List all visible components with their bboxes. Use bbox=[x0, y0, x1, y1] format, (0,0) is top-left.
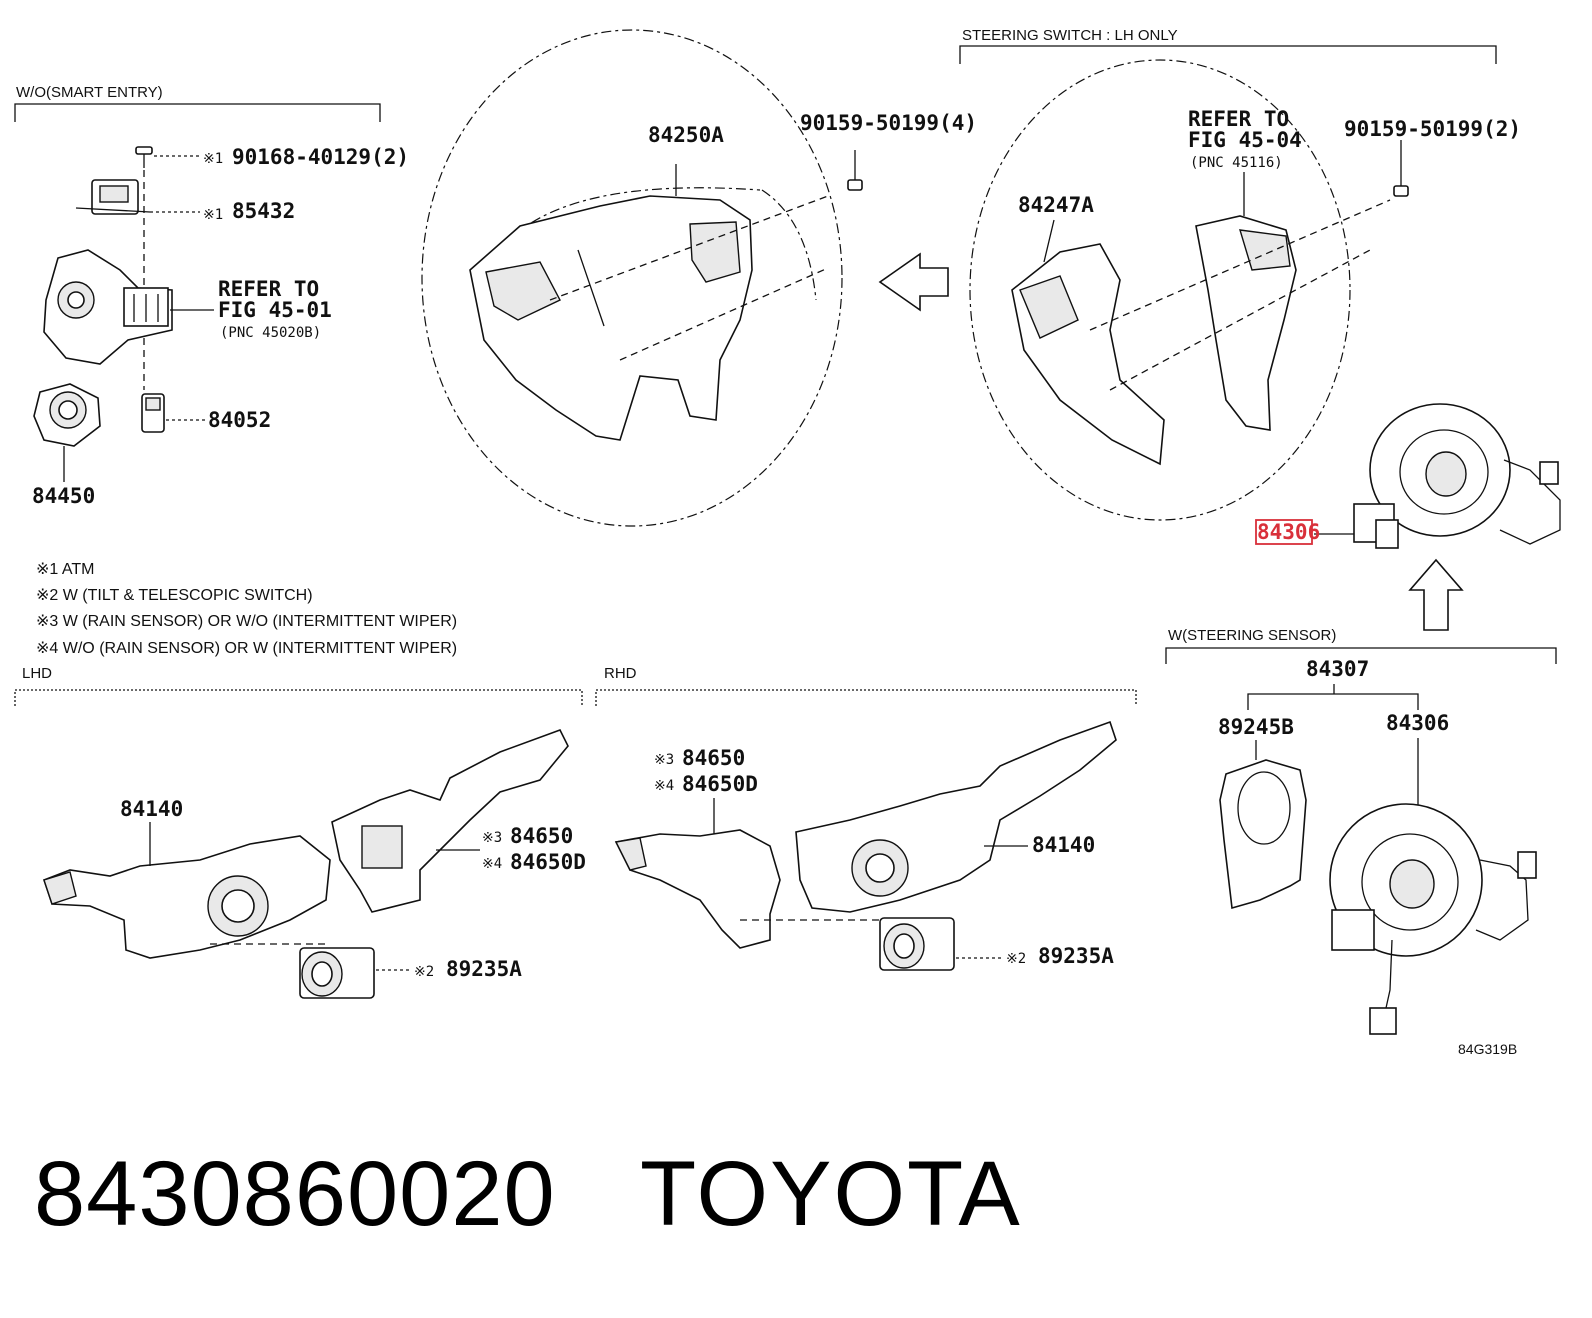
section-bracket-smart-entry bbox=[14, 103, 381, 122]
ignition-housing-icon bbox=[43, 249, 173, 365]
part-89235A-lhd: 89235A bbox=[446, 957, 522, 981]
note-mark-1b: ※1 bbox=[203, 207, 223, 223]
part-84306: 84306 bbox=[1386, 711, 1449, 735]
part-84650-rhd: 84650 bbox=[682, 746, 745, 770]
tilt-telescopic-switch-lhd-icon bbox=[299, 947, 375, 999]
tilt-telescopic-switch-rhd-icon bbox=[879, 917, 955, 971]
part-89235A-rhd: 89235A bbox=[1038, 944, 1114, 968]
part-90159-50199-2: 90159-50199(2) bbox=[1344, 117, 1521, 141]
section-bracket-steering-sensor bbox=[1165, 647, 1557, 664]
ignition-switch-icon bbox=[33, 383, 101, 447]
footer-part-number: 8430860020 bbox=[34, 1143, 556, 1245]
section-label-wo-smart-entry: W/O(SMART ENTRY) bbox=[16, 84, 163, 101]
part-84650D-lhd: 84650D bbox=[510, 850, 586, 874]
part-84450: 84450 bbox=[32, 484, 95, 508]
part-84140-rhd: 84140 bbox=[1032, 833, 1095, 857]
part-84307: 84307 bbox=[1306, 657, 1369, 681]
switch-knob-icon bbox=[141, 393, 165, 433]
section-label-rhd: RHD bbox=[604, 665, 637, 682]
section-label-steering-switch: STEERING SWITCH : LH ONLY bbox=[962, 27, 1178, 44]
part-84140-lhd: 84140 bbox=[120, 797, 183, 821]
notes-list: ※1 ATM ※2 W (TILT & TELESCOPIC SWITCH) ※… bbox=[36, 561, 457, 657]
rhd-group: RHD ※3 84650 ※4 84650D 84140 ※2 89235A bbox=[595, 665, 1137, 971]
spiral-cable-top: 84306 bbox=[1255, 403, 1561, 549]
note-3: ※3 W (RAIN SENSOR) OR W/O (INTERMITTENT … bbox=[36, 613, 457, 630]
note-mark-1a: ※1 bbox=[203, 151, 223, 167]
steering-wheel-front: 84250A 90159-50199(4) bbox=[421, 29, 977, 527]
part-85432: 85432 bbox=[232, 199, 295, 223]
part-84247A: 84247A bbox=[1018, 193, 1094, 217]
combination-switch-rhd-icon bbox=[795, 720, 1117, 913]
part-84250A: 84250A bbox=[648, 123, 724, 147]
section-bracket-rhd bbox=[595, 689, 1137, 706]
wiper-switch-rhd-icon bbox=[614, 829, 781, 949]
part-90159-50199-4: 90159-50199(4) bbox=[800, 111, 977, 135]
key-unlock-switch-icon bbox=[75, 179, 151, 215]
ref-fig-45-04-line1: REFER TO bbox=[1188, 107, 1289, 131]
ref-fig-45-01-line2: FIG 45-01 bbox=[218, 298, 332, 322]
screw-icon bbox=[135, 146, 153, 168]
combination-switch-lhd-icon bbox=[42, 835, 331, 959]
steering-sensor-group: W(STEERING SENSOR) 84307 89245B 84306 bbox=[1165, 627, 1557, 1035]
note-4: ※4 W/O (RAIN SENSOR) OR W (INTERMITTENT … bbox=[36, 640, 457, 657]
note-mark-2-rhd: ※2 bbox=[1006, 951, 1026, 967]
note-mark-4-rhd: ※4 bbox=[654, 778, 674, 794]
part-90168-40129: 90168-40129(2) bbox=[232, 145, 409, 169]
section-bracket-lhd bbox=[14, 689, 583, 706]
spiral-cable-bottom-icon bbox=[1329, 803, 1537, 1035]
bolt-icon-left bbox=[847, 150, 863, 191]
section-bracket-steering-switch bbox=[959, 45, 1497, 64]
smart-entry-group: W/O(SMART ENTRY) ※1 90168-40129(2) ※1 85… bbox=[14, 84, 409, 508]
footer-brand: TOYOTA bbox=[640, 1143, 1022, 1245]
note-mark-2-lhd: ※2 bbox=[414, 964, 434, 980]
part-84306-highlight[interactable]: 84306 bbox=[1257, 520, 1320, 544]
steering-angle-sensor-icon bbox=[1219, 759, 1307, 910]
note-2: ※2 W (TILT & TELESCOPIC SWITCH) bbox=[36, 587, 313, 604]
arrow-up-icon bbox=[1408, 558, 1464, 631]
part-84650-lhd: 84650 bbox=[510, 824, 573, 848]
ref-fig-45-04-line3: (PNC 45116) bbox=[1190, 155, 1283, 171]
part-84650D-rhd: 84650D bbox=[682, 772, 758, 796]
section-label-lhd: LHD bbox=[22, 665, 52, 682]
note-mark-4-lhd: ※4 bbox=[482, 856, 502, 872]
part-89245B: 89245B bbox=[1218, 715, 1294, 739]
part-84306-highlight-box[interactable] bbox=[1255, 519, 1313, 545]
ref-fig-45-01-line3: (PNC 45020B) bbox=[220, 325, 321, 341]
ref-fig-45-01-line1: REFER TO bbox=[218, 277, 319, 301]
ref-fig-45-04-line2: FIG 45-04 bbox=[1188, 128, 1302, 152]
note-mark-3-lhd: ※3 bbox=[482, 830, 502, 846]
steering-wheel-switch-lh: STEERING SWITCH : LH ONLY 84247A REFER T… bbox=[959, 27, 1521, 521]
figure-code: 84G319B bbox=[1458, 1041, 1517, 1057]
arrow-left-icon bbox=[878, 252, 949, 312]
lhd-group: LHD 84140 ※3 84650 ※4 84650D ※2 89235A bbox=[14, 665, 586, 999]
wiper-switch-lhd-icon bbox=[331, 729, 569, 913]
bolt-icon-right bbox=[1393, 140, 1409, 197]
note-1: ※1 ATM bbox=[36, 561, 94, 578]
part-84052: 84052 bbox=[208, 408, 271, 432]
note-mark-3-rhd: ※3 bbox=[654, 752, 674, 768]
section-label-steering-sensor: W(STEERING SENSOR) bbox=[1168, 627, 1336, 644]
